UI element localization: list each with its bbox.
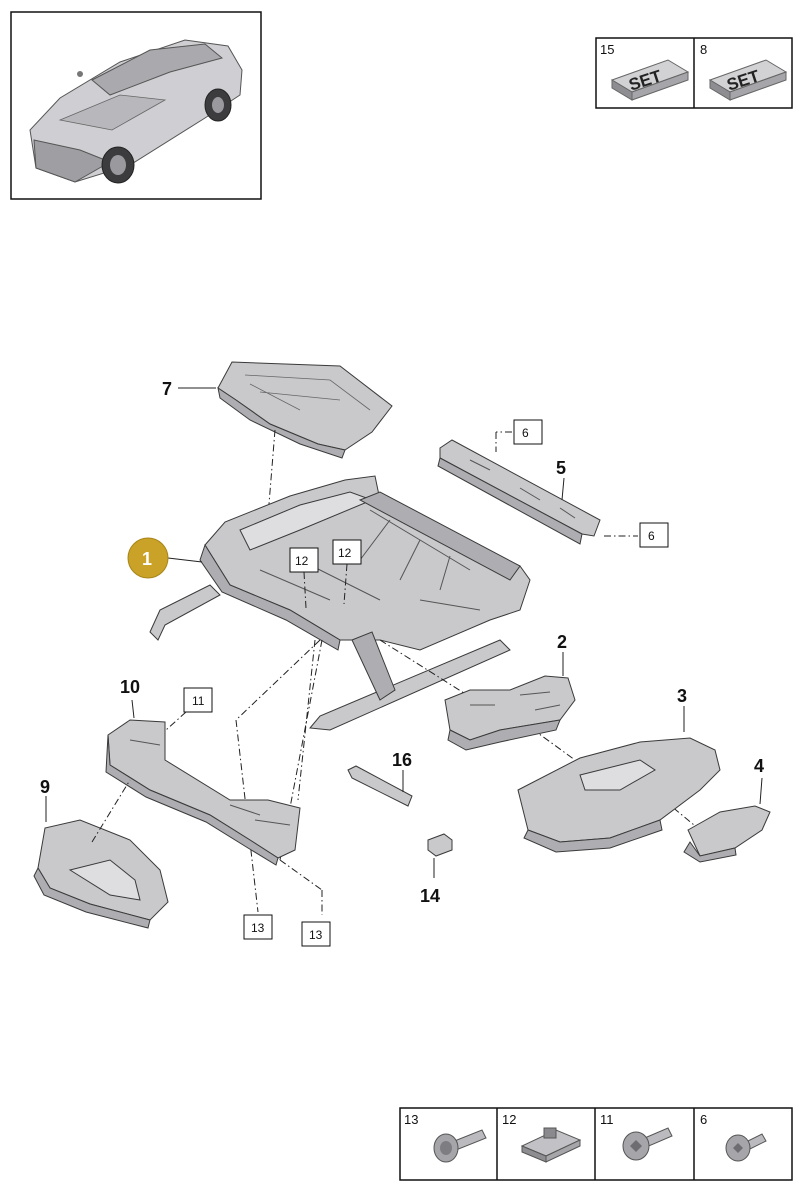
part-9-front-trim[interactable] (33, 819, 169, 929)
part-4-switch-cover[interactable] (683, 805, 771, 863)
callout-1-selected[interactable]: 1 (127, 537, 169, 579)
ref-number: 13 (251, 921, 265, 935)
callout-16[interactable]: 16 (392, 750, 412, 770)
ref-number: 11 (192, 694, 205, 708)
ref-box-12-right[interactable]: 12 (332, 539, 362, 565)
part-14-connector[interactable] (427, 833, 453, 857)
legend-cell-12[interactable]: 12 (502, 1112, 582, 1163)
fastener-legend: 13 12 11 6 (399, 1107, 793, 1181)
callout-2[interactable]: 2 (557, 632, 567, 652)
ref-number: 6 (522, 426, 529, 440)
shoulder-screw-icon (725, 1133, 767, 1162)
ref-box-12-left[interactable]: 12 (289, 547, 319, 573)
legend-number: 11 (600, 1112, 614, 1127)
set-block-icon (708, 59, 788, 101)
ref-box-11[interactable]: 11 (183, 687, 213, 713)
legend-cell-6[interactable]: 6 (700, 1112, 767, 1162)
legend-cell-13[interactable]: 13 (404, 1112, 487, 1163)
ref-number: 13 (309, 928, 323, 942)
callout-9[interactable]: 9 (40, 777, 50, 797)
legend-number: 12 (502, 1112, 516, 1127)
suv-icon (29, 39, 243, 184)
part-7-seat-pan[interactable] (217, 361, 393, 459)
callout-7[interactable]: 7 (162, 379, 172, 399)
callout-4[interactable]: 4 (754, 756, 764, 776)
set-block-icon (610, 59, 690, 101)
legend-number: 13 (404, 1112, 418, 1127)
set-box-8[interactable]: 8 SET (700, 42, 788, 101)
part-1-seat-frame[interactable] (149, 475, 531, 731)
ref-number: 6 (648, 529, 655, 543)
ref-box-13-left[interactable]: 13 (243, 914, 273, 940)
callout-3[interactable]: 3 (677, 686, 687, 706)
torx-bolt-icon (622, 1127, 673, 1161)
clip-nut-icon (520, 1127, 582, 1163)
part-5-cross-member[interactable] (437, 439, 601, 545)
set-box-number: 15 (600, 42, 614, 57)
legend-cell-11[interactable]: 11 (600, 1112, 673, 1161)
callout-10[interactable]: 10 (120, 677, 140, 697)
set-box-15[interactable]: 15 SET (600, 42, 690, 101)
legend-number: 6 (700, 1112, 707, 1127)
vehicle-thumbnail (10, 11, 262, 200)
part-10-lower-trim[interactable] (105, 719, 301, 866)
selected-part-number: 1 (142, 549, 152, 569)
set-box-group: 15 SET 8 SET (595, 37, 793, 109)
ref-number: 12 (338, 546, 352, 560)
flange-bolt-icon (433, 1129, 487, 1163)
set-box-number: 8 (700, 42, 707, 57)
callout-14[interactable]: 14 (420, 886, 440, 906)
ref-box-13-right[interactable]: 13 (301, 921, 331, 947)
ref-box-6-upper[interactable]: 6 (513, 419, 543, 445)
part-3-side-trim[interactable] (517, 737, 721, 853)
callout-5[interactable]: 5 (556, 458, 566, 478)
ref-number: 12 (295, 554, 309, 568)
part-16-cable[interactable] (347, 765, 413, 807)
ref-box-6-lower[interactable]: 6 (639, 522, 669, 548)
part-2-bracket[interactable] (444, 675, 576, 751)
